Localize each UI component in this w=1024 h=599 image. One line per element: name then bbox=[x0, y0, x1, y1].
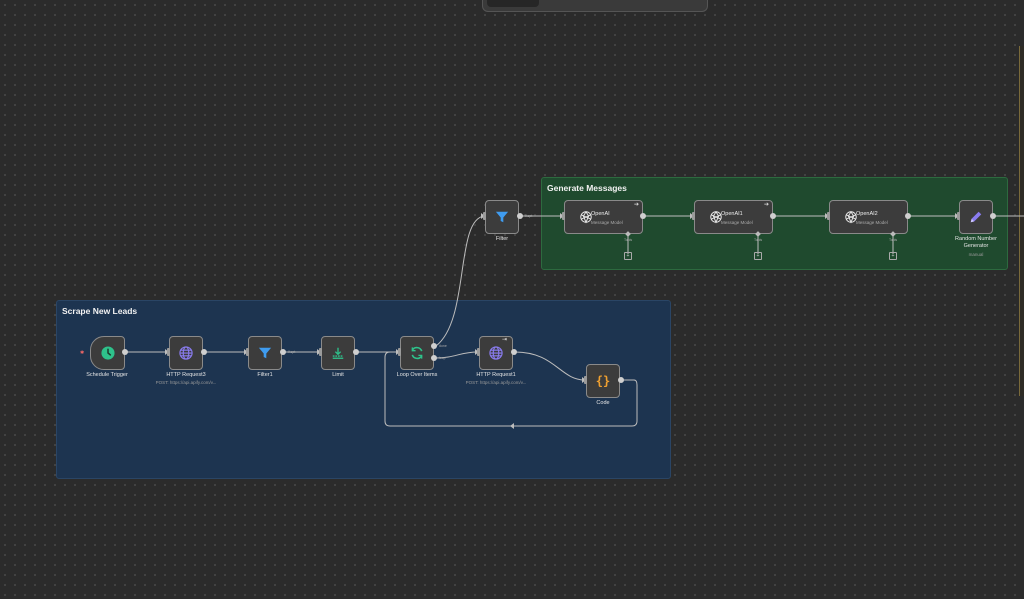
node-label: Code bbox=[596, 400, 610, 406]
top-toolbar bbox=[482, 0, 708, 12]
node-title: OpenAI1 bbox=[721, 211, 743, 217]
arrow-right-icon: ➔ bbox=[764, 202, 770, 208]
group-title: Scrape New Leads bbox=[62, 306, 138, 316]
node-title: OpenAI2 bbox=[856, 211, 878, 217]
add-tool-button[interactable]: + bbox=[889, 252, 897, 260]
output-handle[interactable] bbox=[640, 213, 646, 219]
node-label: Filter bbox=[495, 236, 509, 242]
node-label: HTTP Request1 bbox=[476, 372, 516, 378]
port-label-kept: Kept bbox=[525, 214, 533, 218]
node-subtitle: Message Model bbox=[591, 220, 623, 225]
node-http-request3[interactable] bbox=[169, 336, 203, 370]
input-handle[interactable] bbox=[827, 212, 830, 220]
node-limit[interactable] bbox=[321, 336, 355, 370]
tools-label: Tools bbox=[624, 238, 633, 242]
input-handle[interactable] bbox=[477, 348, 480, 356]
clock-icon bbox=[100, 346, 115, 361]
node-schedule-trigger[interactable] bbox=[90, 336, 125, 370]
output-handle[interactable] bbox=[517, 213, 523, 219]
output-handle[interactable] bbox=[353, 349, 359, 355]
node-label: Loop Over Items bbox=[396, 372, 438, 378]
add-tool-button[interactable]: + bbox=[624, 252, 632, 260]
node-random-number-generator[interactable] bbox=[959, 200, 993, 234]
input-handle[interactable] bbox=[957, 212, 960, 220]
node-openai1[interactable]: OpenAI1 Message Model ➔ bbox=[694, 200, 773, 234]
output-handle-loop[interactable] bbox=[431, 355, 437, 361]
output-handle[interactable] bbox=[905, 213, 911, 219]
node-subtitle: POST: https://api.apify.com/v... bbox=[465, 380, 527, 385]
output-handle[interactable] bbox=[990, 213, 996, 219]
right-sticky-edge[interactable] bbox=[1019, 46, 1024, 396]
node-subtitle: Message Model bbox=[856, 220, 888, 225]
group-scrape-new-leads[interactable]: Scrape New Leads bbox=[56, 300, 671, 479]
globe-icon bbox=[179, 346, 194, 361]
output-handle[interactable] bbox=[201, 349, 207, 355]
output-handle[interactable] bbox=[511, 349, 517, 355]
trigger-marker: ✱ bbox=[80, 350, 85, 356]
node-label: Random Number Generator bbox=[955, 236, 997, 249]
globe-icon bbox=[489, 346, 504, 361]
node-label: Schedule Trigger bbox=[86, 372, 128, 378]
node-subtitle: Message Model bbox=[721, 220, 753, 225]
node-filter1[interactable] bbox=[248, 336, 282, 370]
input-handle[interactable] bbox=[246, 348, 249, 356]
toolbar-tab[interactable] bbox=[487, 0, 539, 7]
openai-icon bbox=[709, 210, 723, 224]
refresh-icon bbox=[410, 346, 425, 361]
input-handle[interactable] bbox=[584, 376, 587, 384]
output-handle[interactable] bbox=[618, 377, 624, 383]
port-label-done: done bbox=[439, 344, 447, 348]
node-openai2[interactable]: OpenAI2 Message Model bbox=[829, 200, 908, 234]
tools-label: Tools bbox=[754, 238, 763, 242]
node-title: OpenAI bbox=[591, 211, 610, 217]
node-subtitle: POST: https://api.apify.com/v... bbox=[155, 380, 217, 385]
arrow-right-icon: ➔ bbox=[634, 202, 640, 208]
input-handle[interactable] bbox=[692, 212, 695, 220]
node-subtitle: manual bbox=[968, 252, 984, 257]
node-openai[interactable]: OpenAI Message Model ➔ bbox=[564, 200, 643, 234]
input-handle[interactable] bbox=[562, 212, 565, 220]
node-loop-over-items[interactable] bbox=[400, 336, 434, 370]
input-handle[interactable] bbox=[167, 348, 170, 356]
limit-icon bbox=[331, 346, 345, 360]
node-label: Limit bbox=[332, 372, 344, 378]
input-handle[interactable] bbox=[398, 348, 401, 356]
funnel-icon bbox=[258, 346, 272, 360]
input-handle[interactable] bbox=[319, 348, 322, 356]
node-filter[interactable] bbox=[485, 200, 519, 234]
node-code[interactable]: {} bbox=[586, 364, 620, 398]
port-label-loop: loop bbox=[439, 356, 446, 360]
open-external-icon: ⇥ bbox=[502, 337, 508, 343]
add-tool-button[interactable]: + bbox=[754, 252, 762, 260]
output-handle[interactable] bbox=[122, 349, 128, 355]
output-handle[interactable] bbox=[280, 349, 286, 355]
funnel-icon bbox=[495, 210, 509, 224]
node-http-request1[interactable]: ⇥ bbox=[479, 336, 513, 370]
port-label-kept: Kept bbox=[288, 350, 296, 354]
braces-icon: {} bbox=[595, 374, 611, 388]
openai-icon bbox=[844, 210, 858, 224]
openai-icon bbox=[579, 210, 593, 224]
node-label: HTTP Request3 bbox=[166, 372, 206, 378]
pencil-icon bbox=[969, 210, 983, 224]
input-handle[interactable] bbox=[483, 212, 486, 220]
output-handle[interactable] bbox=[770, 213, 776, 219]
node-label: Filter1 bbox=[257, 372, 273, 378]
tools-label: Tools bbox=[889, 238, 898, 242]
group-title: Generate Messages bbox=[547, 183, 627, 193]
output-handle-done[interactable] bbox=[431, 343, 437, 349]
